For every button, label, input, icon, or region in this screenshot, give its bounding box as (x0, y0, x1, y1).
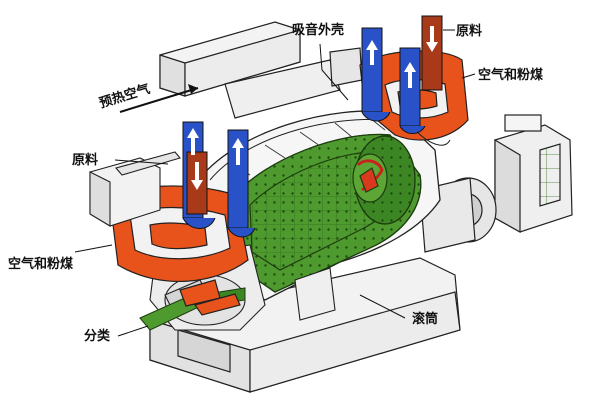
label-sound-shell: 吸音外壳 (292, 23, 345, 38)
label-raw-material-right: 原料 (456, 24, 483, 39)
mill-drum (234, 133, 422, 293)
left-pipes (182, 121, 256, 238)
up-arrow-icon (232, 138, 244, 165)
down-arrow-icon (426, 26, 438, 52)
label-raw-material-left: 原料 (72, 153, 99, 168)
foundation-base (149, 257, 461, 393)
label-air-coal-right: 空气和粉煤 (478, 68, 544, 83)
label-air-coal-left: 空气和粉煤 (8, 257, 74, 272)
label-drum: 滚筒 (412, 312, 439, 327)
label-classifier: 分类 (84, 329, 111, 344)
left-inlet-box (89, 151, 181, 227)
up-arrow-icon (187, 128, 199, 155)
preheated-air-arrow-icon (119, 84, 199, 113)
down-arrow-icon (191, 162, 203, 190)
right-pipes (361, 15, 443, 134)
preheated-air-duct (159, 21, 363, 119)
up-arrow-icon (404, 62, 416, 88)
leader-lines (74, 29, 476, 337)
drive-motor (419, 114, 573, 253)
up-arrow-icon (366, 40, 378, 65)
